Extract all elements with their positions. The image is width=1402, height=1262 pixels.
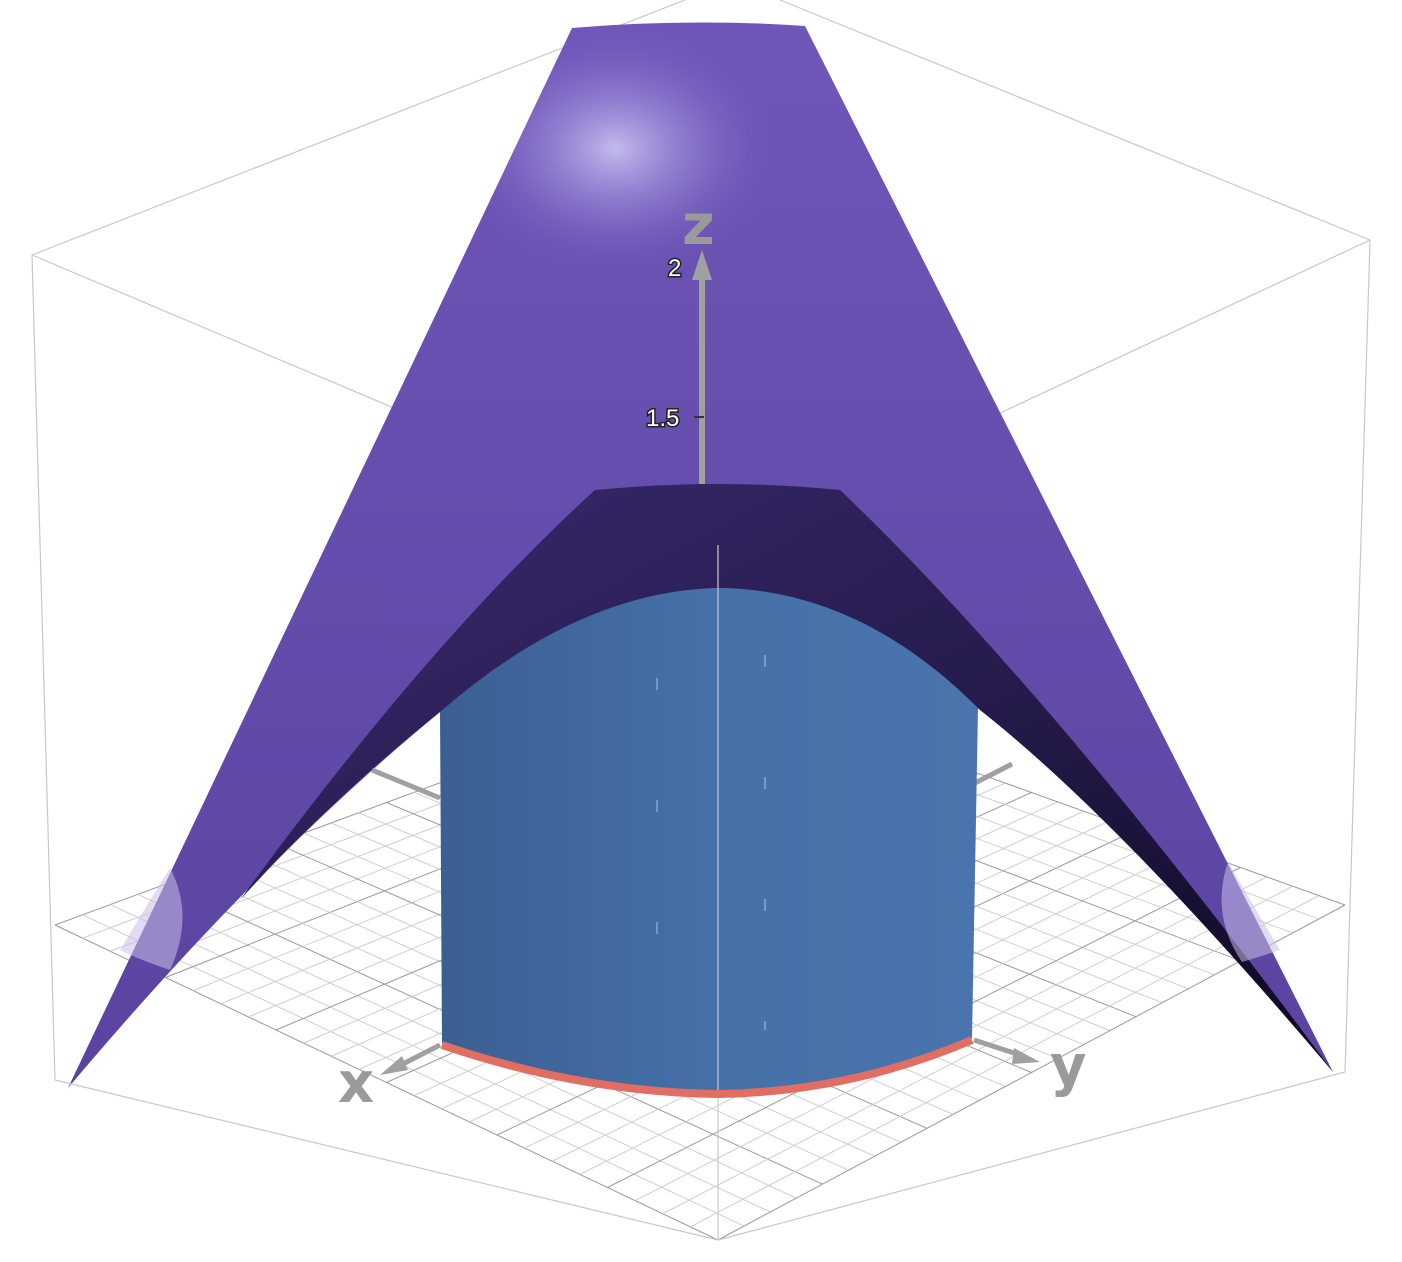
z-axis <box>692 250 712 484</box>
right-cap <box>1221 862 1280 962</box>
surface-underside <box>240 484 1333 1072</box>
bounding-box-front <box>31 239 1371 1241</box>
z-axis-label: z <box>682 193 715 258</box>
x-axis-label: x <box>338 1051 374 1116</box>
grid-line <box>662 885 1293 1215</box>
y-axis <box>973 1037 1040 1064</box>
z-tick-label-2: 2 <box>668 255 681 282</box>
surface-highlight <box>390 22 1000 490</box>
axis-stubs <box>371 761 1014 801</box>
y-axis-label: y <box>1050 1034 1087 1099</box>
left-cap <box>120 868 183 970</box>
base-curve <box>440 1036 974 1099</box>
x-axis <box>380 1042 442 1075</box>
z-tick-label-1-5: 1.5 <box>646 405 679 432</box>
grid-line <box>690 895 1320 1228</box>
cylinder <box>440 588 978 1092</box>
